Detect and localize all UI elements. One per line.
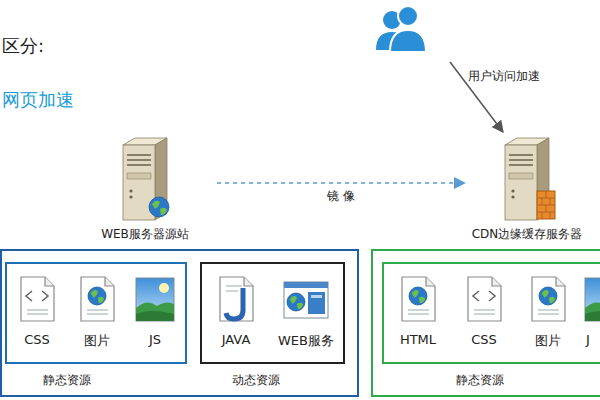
source-region: [1, 250, 358, 396]
file-icon: [212, 274, 260, 324]
resource-item: J: [580, 274, 600, 347]
item-label: HTML: [390, 332, 446, 347]
server-node: WEB服务器源站: [75, 135, 215, 243]
file-icon: [394, 274, 442, 324]
resource-item: CSS: [456, 274, 512, 347]
resource-item: WEB服务: [270, 274, 342, 350]
server-label: CDN边缘缓存服务器: [467, 226, 588, 243]
server-label: WEB服务器源站: [75, 226, 215, 243]
server-node: CDN边缘缓存服务器: [467, 135, 588, 243]
resource-item: CSS: [9, 274, 65, 347]
group-heading: 静态资源: [456, 372, 504, 389]
resource-group: 静态资源CSS图片JS: [5, 262, 187, 364]
resource-item: JS: [127, 274, 183, 347]
file-icon: [131, 274, 179, 324]
resource-group: 动态资源JAVAWEB服务: [200, 262, 345, 364]
item-label: JS: [127, 332, 183, 347]
resource-item: HTML: [390, 274, 446, 347]
file-icon: [282, 274, 330, 324]
item-label: 图片: [69, 332, 125, 350]
file-icon: [524, 274, 572, 324]
server-icon: [497, 135, 557, 223]
edge-region: [372, 250, 600, 396]
group-heading: 静态资源: [43, 372, 91, 389]
item-label: CSS: [456, 332, 512, 347]
file-icon: [580, 274, 600, 324]
resource-item: 图片: [520, 274, 576, 350]
file-icon: [13, 274, 61, 324]
item-label: CSS: [9, 332, 65, 347]
item-label: J: [580, 332, 600, 347]
resource-item: 图片: [69, 274, 125, 350]
group-heading: 动态资源: [232, 372, 280, 389]
access-label: 用户访问加速: [468, 68, 540, 85]
file-icon: [73, 274, 121, 324]
resource-item: JAVA: [206, 274, 266, 347]
section-heading: 区分:: [2, 34, 44, 58]
server-icon: [115, 135, 175, 223]
item-label: 图片: [520, 332, 576, 350]
topic-heading: 网页加速: [2, 88, 74, 112]
item-label: WEB服务: [270, 332, 342, 350]
resource-group: 静态资源HTMLCSS图片J: [382, 262, 600, 364]
connector-label: 镜 像: [325, 188, 357, 205]
file-icon: [460, 274, 508, 324]
item-label: JAVA: [206, 332, 266, 347]
users-icon: [376, 6, 426, 52]
mirror-connector: [217, 182, 465, 184]
